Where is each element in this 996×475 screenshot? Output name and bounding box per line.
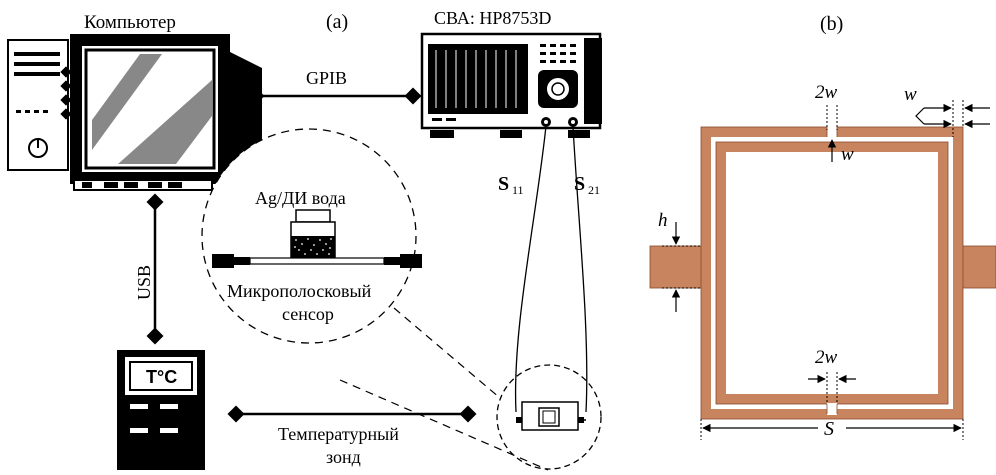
zoom-line-upper <box>393 307 501 399</box>
dim-s <box>700 419 964 440</box>
gpib-cable <box>247 87 422 105</box>
temperature-probe <box>227 405 477 423</box>
sensor-zoom-circle <box>201 128 422 344</box>
vna-instrument-icon: СВА: HP8753D <box>420 8 602 138</box>
rf-cables <box>514 125 588 413</box>
sample-label: Ag/ДИ вода <box>255 188 346 208</box>
dim-w-width <box>915 100 990 137</box>
dim-h-label: h <box>658 210 668 231</box>
s11-label: S <box>498 173 509 195</box>
vial-cap <box>295 209 331 223</box>
sensor-label-line1: Микрополосковый <box>227 281 372 301</box>
zoom-line-lower <box>339 379 549 471</box>
dim-2w-top <box>826 105 838 130</box>
panel-a: Компьютер (a) GPIB СВА: HP8753D <box>7 8 602 471</box>
s11-subscript: 11 <box>512 183 524 197</box>
vna-label: СВА: HP8753D <box>434 8 551 28</box>
thermo-display-text: T°C <box>146 367 177 387</box>
sensor-label-line2: сенсор <box>282 304 334 324</box>
panel-b: (b) 2w <box>649 13 996 440</box>
usb-label: USB <box>134 265 154 300</box>
vna-screen-grid <box>435 50 517 108</box>
probe-label-line1: Температурный <box>278 424 399 444</box>
ring-resonator <box>649 126 996 420</box>
sensor-small-icon <box>496 364 602 470</box>
gpib-label: GPIB <box>306 68 347 88</box>
dim-2w-bottom <box>808 372 856 402</box>
thermometer-device-icon <box>117 350 205 470</box>
computer-tower-icon <box>7 39 69 171</box>
vial-liquid <box>291 236 335 258</box>
s21-subscript: 21 <box>588 183 600 197</box>
dim-s-label: S <box>824 418 834 440</box>
s21-label: S <box>574 173 585 195</box>
computer-label: Компьютер <box>84 12 176 33</box>
panel-b-label: (b) <box>820 13 843 35</box>
dim-h <box>662 222 700 312</box>
panel-a-label: (a) <box>326 11 348 33</box>
left-feed-line <box>649 245 703 289</box>
monitor-icon <box>60 34 262 191</box>
inner-ring-gap <box>827 403 837 415</box>
dim-2w-top-label: 2w <box>815 82 838 103</box>
dim-2w-bottom-label: 2w <box>815 347 838 368</box>
dim-w-gap-label: w <box>841 144 854 165</box>
probe-label-line2: зонд <box>326 447 361 467</box>
vial-particles <box>294 238 332 255</box>
right-feed-line <box>961 245 996 289</box>
outer-ring-gap <box>827 126 837 138</box>
dim-w-width-label: w <box>904 84 917 105</box>
usb-cable <box>146 193 164 345</box>
